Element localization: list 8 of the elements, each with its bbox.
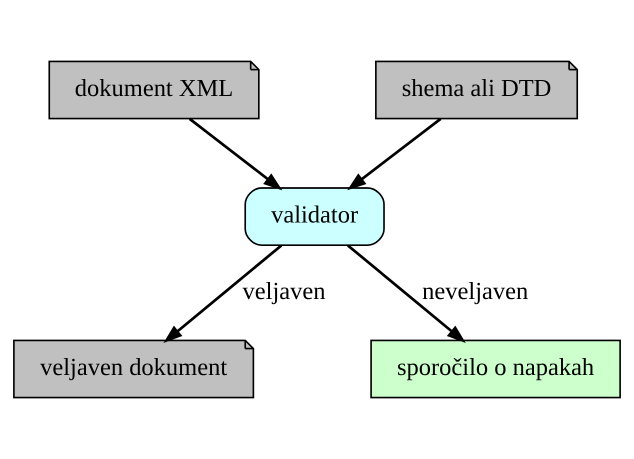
- arrow: [346, 244, 466, 343]
- node-box: validator: [244, 187, 385, 246]
- edge-label: veljaven: [242, 278, 326, 305]
- arrow: [347, 118, 442, 190]
- arrow: [163, 244, 282, 343]
- node-box: sporočilo o napakah: [370, 340, 621, 398]
- arrow: [188, 118, 282, 190]
- edge-label: neveljaven: [422, 278, 528, 305]
